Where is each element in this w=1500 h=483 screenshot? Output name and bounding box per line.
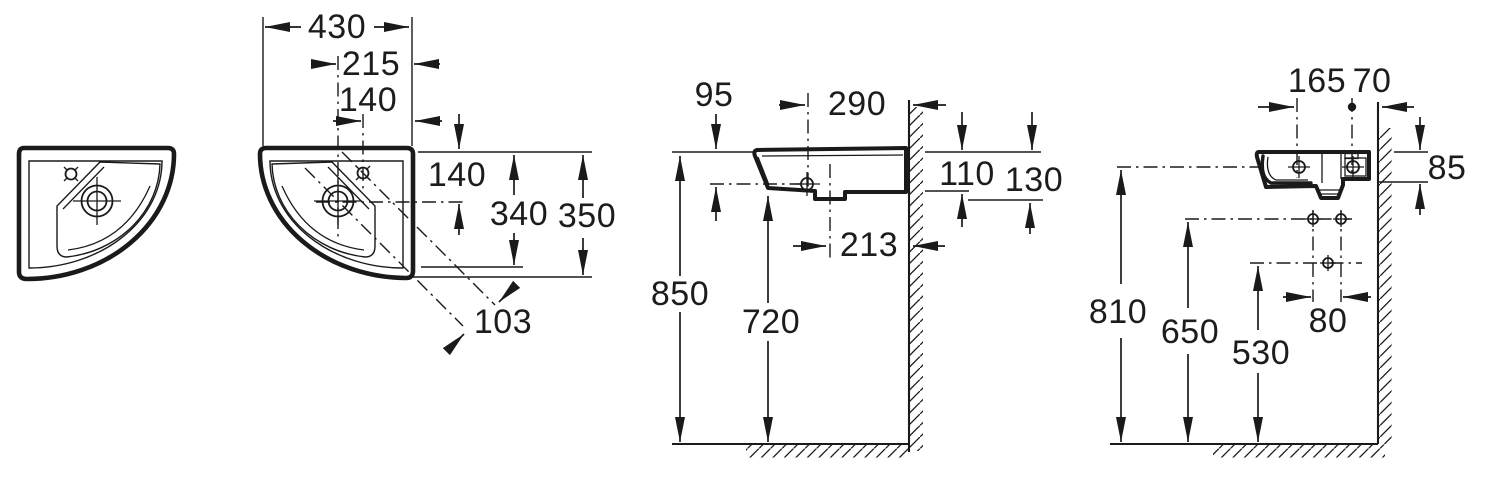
dim-label-rim-to-center-drop: 95: [694, 76, 734, 114]
dim-label-taphole-to-fixing: 165: [1287, 62, 1347, 100]
extension-lines: [262, 17, 592, 278]
bowl-floor-line: [67, 185, 151, 251]
rim-inner-line: [761, 154, 904, 157]
dim-label-front-height: 130: [1004, 161, 1064, 199]
dim-label-taphole-to-wall: 140: [338, 81, 398, 119]
basin-bowl: [271, 161, 376, 258]
basin-inner-rim: [28, 160, 163, 269]
front-face-inner-line: [757, 156, 770, 186]
dim-label-outlet-to-wall: 213: [839, 226, 899, 264]
basin-bowl: [56, 161, 161, 258]
dim-label-fixing-hole-spacing: 80: [1308, 302, 1348, 340]
dimensioned-top-view: [257, 17, 592, 356]
centerlines: [304, 56, 496, 327]
bowl-chamfer-line: [62, 166, 105, 210]
centerlines: [1117, 98, 1362, 302]
front-view: [672, 93, 1043, 458]
basin-inner-rim: [269, 160, 404, 269]
dim-label-back-thickness: 85: [1427, 149, 1467, 187]
taphole-symbol: [63, 166, 79, 182]
dim-label-diagonal-offset: 103: [473, 303, 533, 341]
dim-label-fixing-holes-height: 650: [1160, 313, 1220, 351]
bowl-inner-line: [1266, 156, 1308, 181]
dim-label-rim-to-center: 140: [427, 156, 487, 194]
dim-label-underside-height: 720: [741, 303, 801, 341]
dim-label-rim-to-underside: 110: [939, 155, 995, 193]
dim-label-overall-width: 430: [307, 8, 367, 46]
extension-lines: [672, 151, 1043, 201]
bolt-hole-symbols: [1305, 211, 1349, 271]
dimension-lines: [675, 100, 1037, 442]
dim-label-front-center-to-wall: 290: [827, 85, 887, 123]
wall-hatch: [1379, 128, 1392, 444]
drain-symbol: [73, 177, 121, 225]
floor-hatch: [746, 444, 908, 458]
centerlines: [710, 93, 831, 258]
bowl-floor-line: [281, 185, 365, 251]
taphole-symbol: [1288, 156, 1310, 178]
bowl-section-line: [1260, 154, 1313, 185]
dimension-dot: [1347, 102, 1357, 112]
plain-top-view: [16, 145, 177, 282]
dim-label-center-to-wall: 215: [341, 45, 401, 83]
dim-label-taphole-line-height: 810: [1088, 293, 1148, 331]
dim-label-rim-height: 850: [650, 275, 710, 313]
dim-label-outlet-height: 530: [1231, 334, 1291, 372]
dim-label-straight-edge-depth: 340: [489, 195, 549, 233]
dimension-lines: [265, 22, 588, 356]
fixing-hole-symbol: [1342, 156, 1364, 178]
floor-hatch: [1213, 444, 1385, 458]
dim-label-overall-depth: 350: [557, 197, 617, 235]
side-view: [1110, 98, 1428, 458]
extension-lines: [1379, 151, 1428, 183]
dimension-lines: [1116, 102, 1425, 442]
dim-label-fixing-to-wall: 70: [1352, 62, 1392, 100]
wall-hatch: [910, 107, 923, 451]
